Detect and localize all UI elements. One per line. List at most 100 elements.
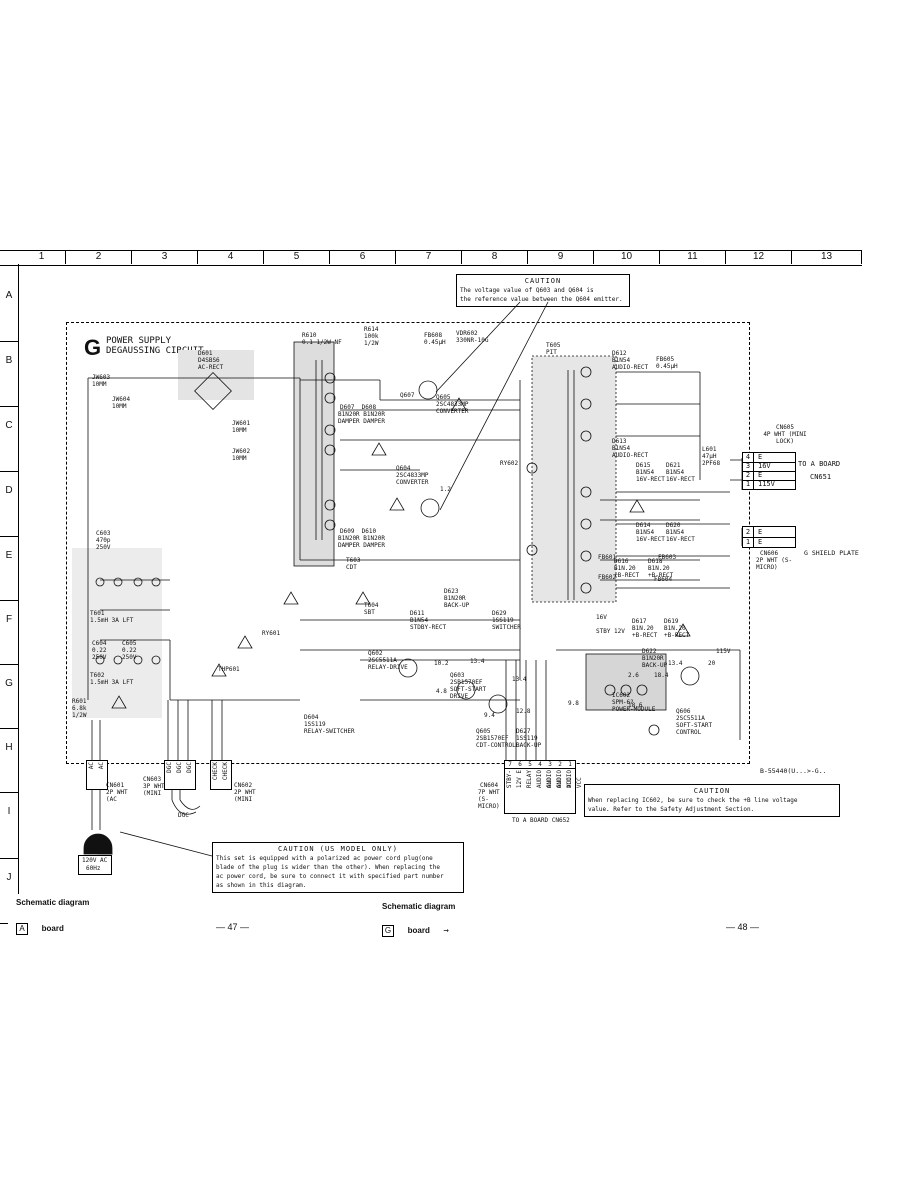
part-v-20: 20: [708, 660, 716, 667]
grid-row-B: B: [5, 355, 13, 366]
part-l601: L601 47μH 2PF68: [702, 446, 721, 467]
part-d627: D627 1SS119 BACK-UP: [516, 728, 542, 749]
ac-plug-label1: 120V AC: [82, 857, 108, 864]
board-letter: G: [84, 335, 102, 360]
grid-col-6: 6: [330, 250, 396, 264]
part-thp601: THP601: [218, 666, 240, 673]
cn601-name: CN601: [106, 782, 125, 789]
ac-plug-box: [78, 855, 112, 875]
caution-top-heading: CAUTION: [524, 277, 562, 285]
part-d619: D619 B1N.20 +B-RECT: [664, 618, 690, 639]
grid-row-tick: [0, 664, 18, 665]
pin-number: 1: [743, 537, 754, 547]
pin-label: 115V: [758, 480, 775, 488]
part-d617: D617 B1N.20 +B-RECT: [632, 618, 658, 639]
cn605-dest-conn: CN651: [810, 473, 832, 481]
part-jw601: JW601 10MM: [232, 420, 251, 434]
pin-label: DGC: [186, 762, 193, 773]
caution-bottom-line1: This set is equipped with a polarized ac…: [216, 855, 433, 862]
part-fb603: FB603: [658, 554, 677, 561]
part-fb608: FB608 0.45μH: [424, 332, 446, 346]
caution-top-line2: the reference value between the Q604 emi…: [460, 296, 623, 303]
part-d609-func: DAMPER DAMPER: [338, 542, 385, 549]
footer-left-board-letter: A: [16, 923, 28, 935]
grid-col-7: 7: [396, 250, 462, 264]
part-jw602: JW602 10MM: [232, 448, 251, 462]
footer-right-page: — 48 —: [726, 922, 760, 932]
grid-top-border: [0, 250, 862, 266]
footer-right-board-letter: G: [382, 925, 394, 937]
part-d623: D623 B1N20R BACK-UP: [444, 588, 470, 609]
footer-right-board-label: board: [407, 926, 430, 935]
pin-number: 3: [545, 761, 555, 769]
part-v-26: 2.6: [628, 672, 639, 679]
caution-right-heading: CAUTION: [693, 787, 731, 795]
pin-label: RELAY: [526, 770, 533, 789]
cn605-dest: TO A BOARD: [798, 460, 841, 468]
ac-plug-label2: 60Hz: [86, 865, 101, 872]
grid-row-D: D: [5, 485, 13, 496]
part-c605: C605 0.22 250V: [122, 640, 137, 661]
part-t601: T601 1.5mH 3A LFT: [90, 610, 134, 624]
part-d601: D601 D4SBS6 AC-RECT: [198, 350, 224, 371]
cn602-spec: 2P WHT (MINI: [234, 789, 256, 803]
part-t602: T602 1.5mH 3A LFT: [90, 672, 134, 686]
cn602-name: CN602: [234, 782, 253, 789]
grid-row-tick: [0, 406, 18, 407]
pin-label: 16V: [758, 462, 771, 470]
grid-row-F: F: [5, 614, 13, 625]
board-title: POWER SUPPLY DEGAUSSING CIRCUIT: [106, 336, 204, 356]
caution-top: CAUTION The voltage value of Q603 and Q6…: [456, 274, 630, 307]
pin-number: 2: [743, 471, 754, 480]
part-q603: Q603 2SB1570EF SOFT-START DRIVE: [450, 672, 487, 700]
part-d609-type: B1N20R B1N20R: [338, 535, 385, 542]
part-d612: D612 B1N54 AUDIO-RECT: [612, 350, 649, 371]
part-q602: Q602 2SC5511A RELAY-DRIVE: [368, 650, 408, 671]
part-d611: D611 B1N54 STDBY-RECT: [410, 610, 447, 631]
grid-row-E: E: [5, 550, 13, 561]
grid-col-11: 11: [660, 250, 726, 264]
pin-label: E: [516, 770, 523, 774]
dgc-label: DGC: [178, 812, 189, 819]
part-d616: D616 B1N.20 +B-RECT: [614, 558, 640, 579]
cn603-name: CN603: [143, 776, 162, 783]
part-ry602: RY602: [500, 460, 519, 467]
pin-label: AC: [88, 762, 95, 770]
part-d615: D615 B1N54 16V-RECT: [636, 462, 665, 483]
cn605-spec: 4P WHT (MINI LOCK): [763, 431, 807, 445]
grid-row-I: I: [7, 806, 11, 817]
footer-right-title: Schematic diagram: [382, 902, 456, 911]
part-v-98: 9.8: [568, 700, 579, 707]
part-vdr602: VDR602 330NR-10G: [456, 330, 489, 344]
grid-row-G: G: [5, 678, 13, 689]
part-ic602: IC602 SPM-6? POWER-MODULE: [612, 692, 656, 713]
part-v-134c: 13.4: [668, 660, 683, 667]
part-c603: C603 470p 250V: [96, 530, 111, 551]
grid-row-C: C: [5, 420, 13, 431]
cn606-dest: G SHIELD PLATE: [804, 549, 859, 557]
part-r614: R614 100k 1/2W: [364, 326, 379, 347]
pin-label: E: [758, 538, 763, 546]
footer-left-title: Schematic diagram: [16, 898, 90, 907]
part-q606: Q606 2SC5511A SOFT-START CONTROL: [676, 708, 713, 736]
grid-row-H: H: [5, 742, 13, 753]
part-d613: D613 B1N54 AUDIO-RECT: [612, 438, 649, 459]
grid-col-3: 3: [132, 250, 198, 264]
cn604-dest: TO A BOARD CN652: [512, 817, 570, 824]
caution-top-line1: The voltage value of Q603 and Q604 is: [460, 287, 594, 294]
caution-right: CAUTION When replacing IC602, be sure to…: [584, 784, 840, 817]
grid-left-border: [18, 264, 19, 894]
grid-row-tick: [0, 341, 18, 342]
caution-bottom: CAUTION (US MODEL ONLY) This set is equi…: [212, 842, 464, 893]
pin-number: 3: [743, 462, 754, 471]
grid-row-tick: [0, 600, 18, 601]
